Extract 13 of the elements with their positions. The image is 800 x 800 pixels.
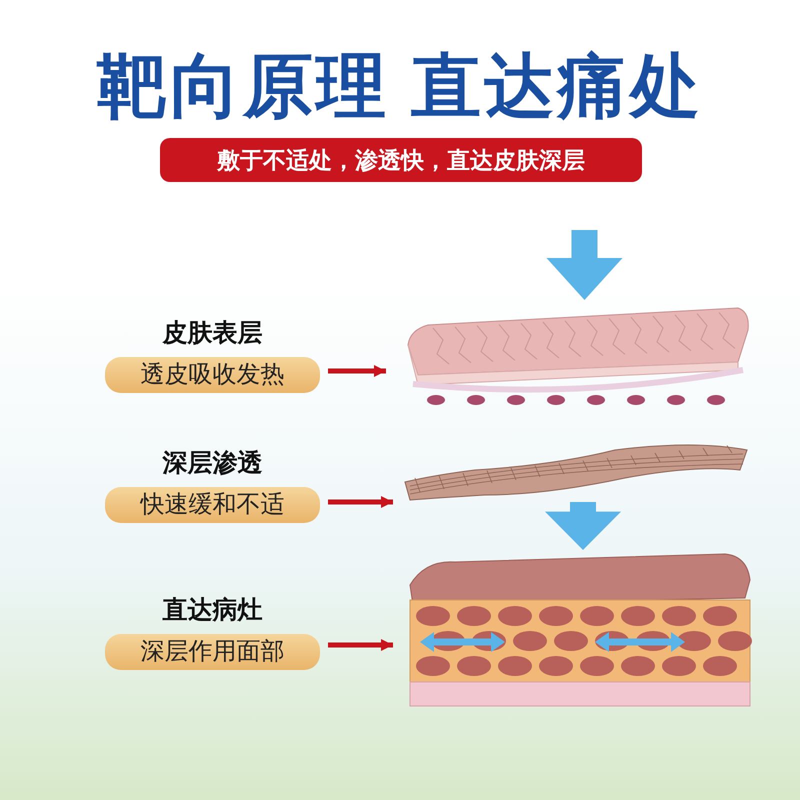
effect-label: 深层作用面部 xyxy=(105,634,320,670)
arrow xyxy=(328,365,386,377)
arrow xyxy=(328,639,393,651)
arrow xyxy=(328,496,393,508)
arrow xyxy=(545,502,621,550)
arrow xyxy=(546,230,622,300)
effect-label: 透皮吸收发热 xyxy=(105,357,320,393)
layer-heading: 皮肤表层 xyxy=(161,318,264,349)
layer-heading: 深层渗透 xyxy=(161,448,264,479)
effect-label: 快速缓和不适 xyxy=(105,487,320,523)
title: 靶向原理 直达痛处 xyxy=(96,46,704,127)
layer-heading: 直达病灶 xyxy=(162,595,264,626)
subtitle-banner: 敷于不适处，渗透快，直达皮肤深层 xyxy=(160,138,642,182)
